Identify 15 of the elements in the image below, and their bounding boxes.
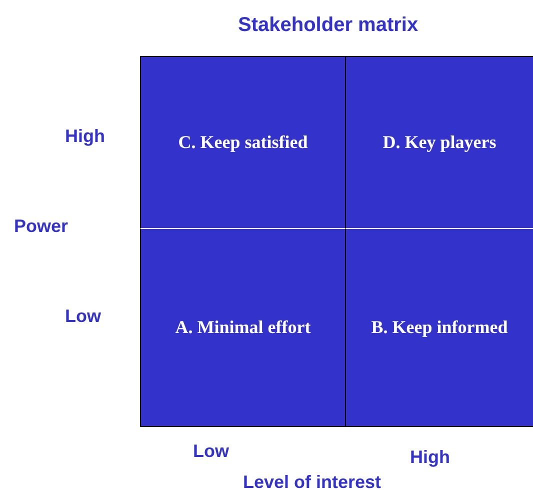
quadrant-label: A. Minimal effort	[175, 317, 311, 338]
axis-title: Power	[14, 216, 68, 237]
axis-tick-label: Low	[193, 441, 229, 462]
axis-tick-label: High	[65, 126, 105, 147]
quadrant-box	[140, 228, 345, 427]
quadrant-label: B. Keep informed	[371, 317, 508, 338]
axis-tick-label: Low	[65, 306, 101, 327]
quadrant-box	[345, 228, 533, 427]
title: Stakeholder matrix	[238, 14, 418, 37]
quadrant-label: D. Key players	[382, 132, 496, 153]
quadrant-box	[140, 56, 345, 228]
quadrant-label: C. Keep satisfied	[178, 132, 308, 153]
quadrant-box	[345, 56, 533, 228]
axis-title: Level of interest	[243, 472, 382, 490]
axis-tick-label: High	[410, 447, 450, 468]
